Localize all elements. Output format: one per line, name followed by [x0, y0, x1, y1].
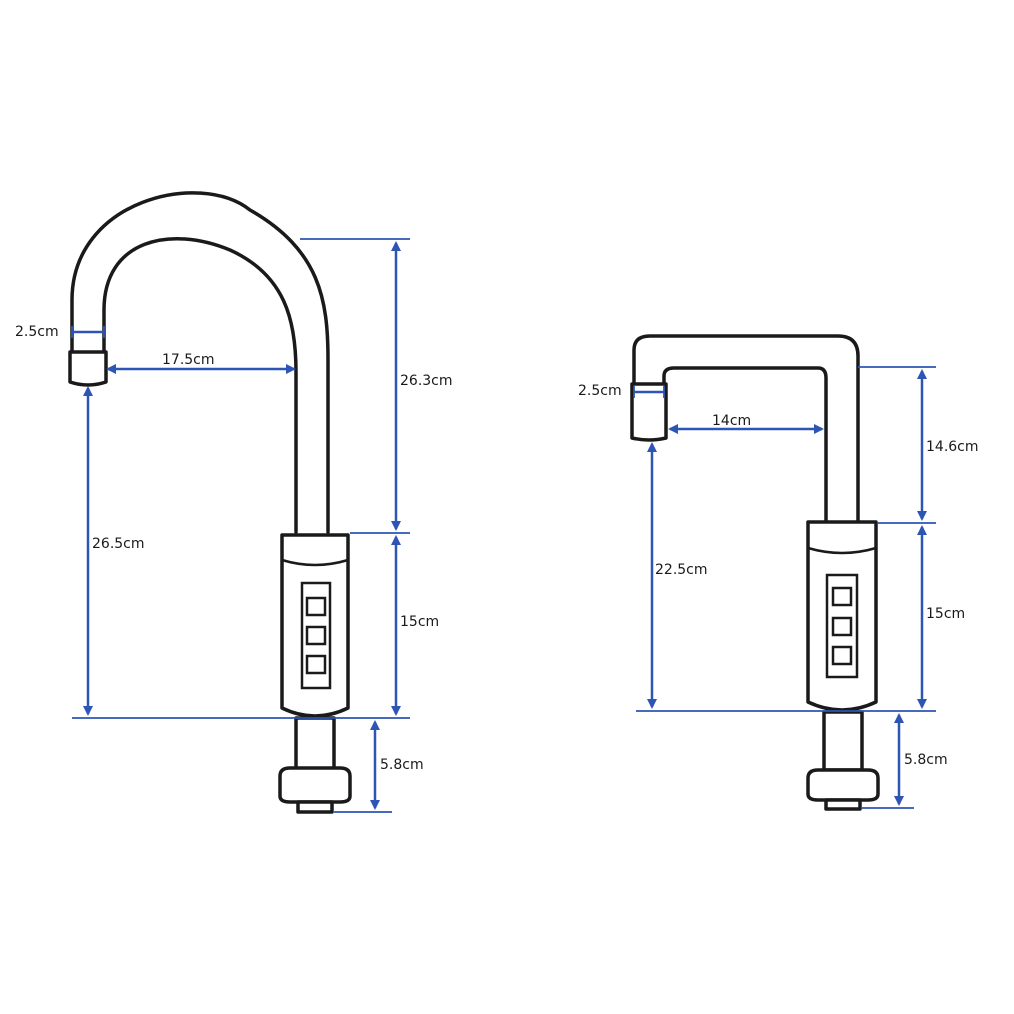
label-left-spout-height: 26.3cm: [400, 373, 453, 389]
label-left-shank-length: 5.8cm: [380, 757, 424, 773]
square-button-2: [831, 616, 853, 637]
square-button-panel: [825, 573, 859, 679]
label-left-body-height: 15cm: [400, 614, 439, 630]
square-body: [806, 520, 878, 712]
label-left-spout-diameter: 2.5cm: [15, 324, 59, 340]
square-stem: [824, 798, 862, 811]
gooseneck-button-3: [305, 654, 327, 675]
gooseneck-faucet: [68, 191, 352, 814]
label-right-shank-length: 5.8cm: [904, 752, 948, 768]
gooseneck-button-panel: [300, 581, 332, 690]
square-body-band: [807, 546, 877, 555]
gooseneck-button-1: [305, 596, 327, 617]
square-button-3: [831, 645, 853, 666]
gooseneck-nozzle: [68, 350, 108, 387]
gooseneck-body: [280, 533, 350, 718]
square-nozzle: [630, 382, 668, 442]
gooseneck-button-2: [305, 625, 327, 646]
gooseneck-stem: [296, 800, 334, 814]
gooseneck-spout-tube: [70, 191, 330, 534]
square-spout-tube: [632, 334, 860, 524]
label-right-body-height: 15cm: [926, 606, 965, 622]
square-nut: [806, 768, 880, 802]
label-left-reach: 17.5cm: [162, 352, 215, 368]
square-button-1: [831, 586, 853, 607]
square-shank: [822, 710, 864, 772]
label-right-outlet-height: 22.5cm: [655, 562, 708, 578]
gooseneck-dimensions: 2.5cm 17.5cm 26.3cm 26.5cm 15cm 5.8cm: [15, 238, 453, 813]
gooseneck-nut: [278, 766, 352, 804]
gooseneck-body-band: [281, 558, 349, 567]
square-faucet: [630, 334, 880, 811]
label-right-spout-height: 14.6cm: [926, 439, 979, 455]
label-right-spout-diameter: 2.5cm: [578, 383, 622, 399]
square-dimensions: 2.5cm 14cm 14.6cm 22.5cm 15cm 5.8cm: [578, 366, 979, 809]
label-left-outlet-height: 26.5cm: [92, 536, 145, 552]
label-right-reach: 14cm: [712, 413, 751, 429]
